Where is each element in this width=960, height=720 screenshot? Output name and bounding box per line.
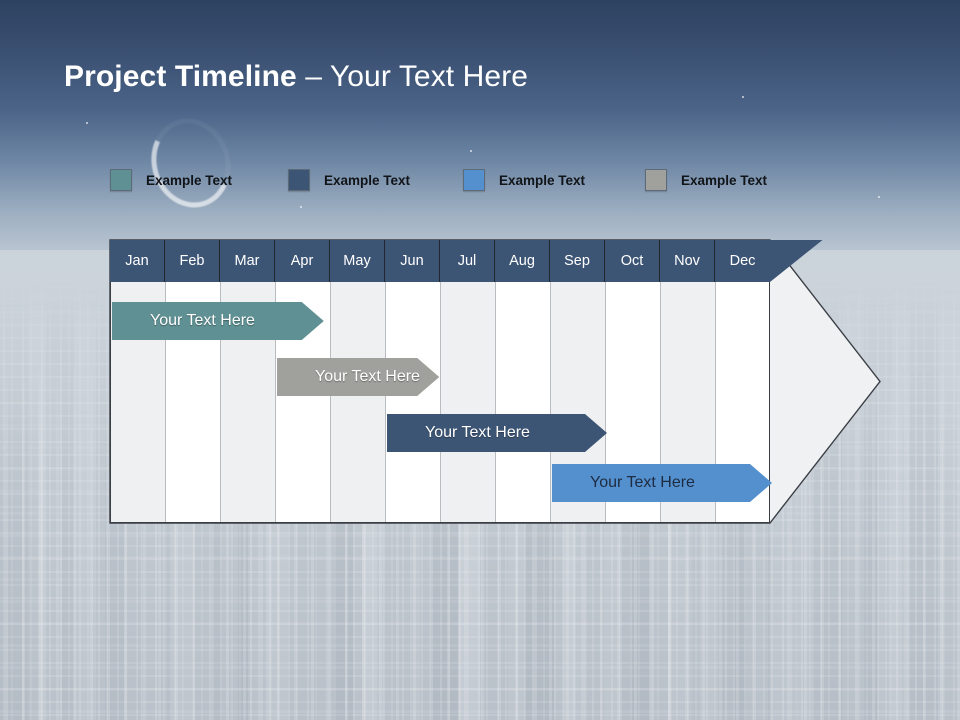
legend-swatch-icon [463,169,485,191]
grid-column-mar [221,241,276,522]
task-bar-label: Your Text Here [315,368,420,385]
task-bar-2[interactable]: Your Text Here [277,358,439,396]
month-header-jun[interactable]: Jun [385,240,440,282]
page-title: Project Timeline – Your Text Here [64,60,528,94]
grid-column-feb [166,241,221,522]
legend-item-1[interactable]: Example Text [110,169,232,191]
month-header-oct[interactable]: Oct [605,240,660,282]
month-header-may[interactable]: May [330,240,385,282]
legend-item-label: Example Text [324,172,411,188]
crescent-moon-icon [140,108,242,218]
grid-column-jan [111,241,166,522]
month-header-mar[interactable]: Mar [220,240,275,282]
star-icon [86,122,88,124]
month-header-sep[interactable]: Sep [550,240,605,282]
star-icon [470,150,472,152]
legend-item-4[interactable]: Example Text [645,169,767,191]
legend-swatch-icon [645,169,667,191]
legend-item-label: Example Text [681,172,768,188]
task-bar-label: Your Text Here [150,312,255,329]
grid-column-aug [496,241,551,522]
legend-item-label: Example Text [146,172,233,188]
grid-column-jul [441,241,496,522]
page-title-light: – Your Text Here [296,60,529,93]
month-header-jan[interactable]: Jan [110,240,165,282]
legend-item-2[interactable]: Example Text [288,169,410,191]
page-title-strong: Project Timeline [64,60,297,93]
month-header-apr[interactable]: Apr [275,240,330,282]
star-icon [300,206,302,208]
month-header-jul[interactable]: Jul [440,240,495,282]
task-bar-label: Your Text Here [425,424,530,441]
star-icon [742,96,744,98]
month-header-aug[interactable]: Aug [495,240,550,282]
chevron-header-corner [770,240,823,282]
task-bar-4[interactable]: Your Text Here [552,464,772,502]
legend-item-label: Example Text [499,172,586,188]
task-bar-label: Your Text Here [590,474,695,491]
star-icon [878,196,880,198]
legend-item-3[interactable]: Example Text [463,169,585,191]
legend-swatch-icon [110,169,132,191]
month-header-dec[interactable]: Dec [715,240,770,282]
task-bar-3[interactable]: Your Text Here [387,414,607,452]
legend-swatch-icon [288,169,310,191]
month-header-feb[interactable]: Feb [165,240,220,282]
task-bar-1[interactable]: Your Text Here [112,302,324,340]
grid-column-oct [606,241,661,522]
month-header-nov[interactable]: Nov [660,240,715,282]
grid-column-jun [386,241,441,522]
